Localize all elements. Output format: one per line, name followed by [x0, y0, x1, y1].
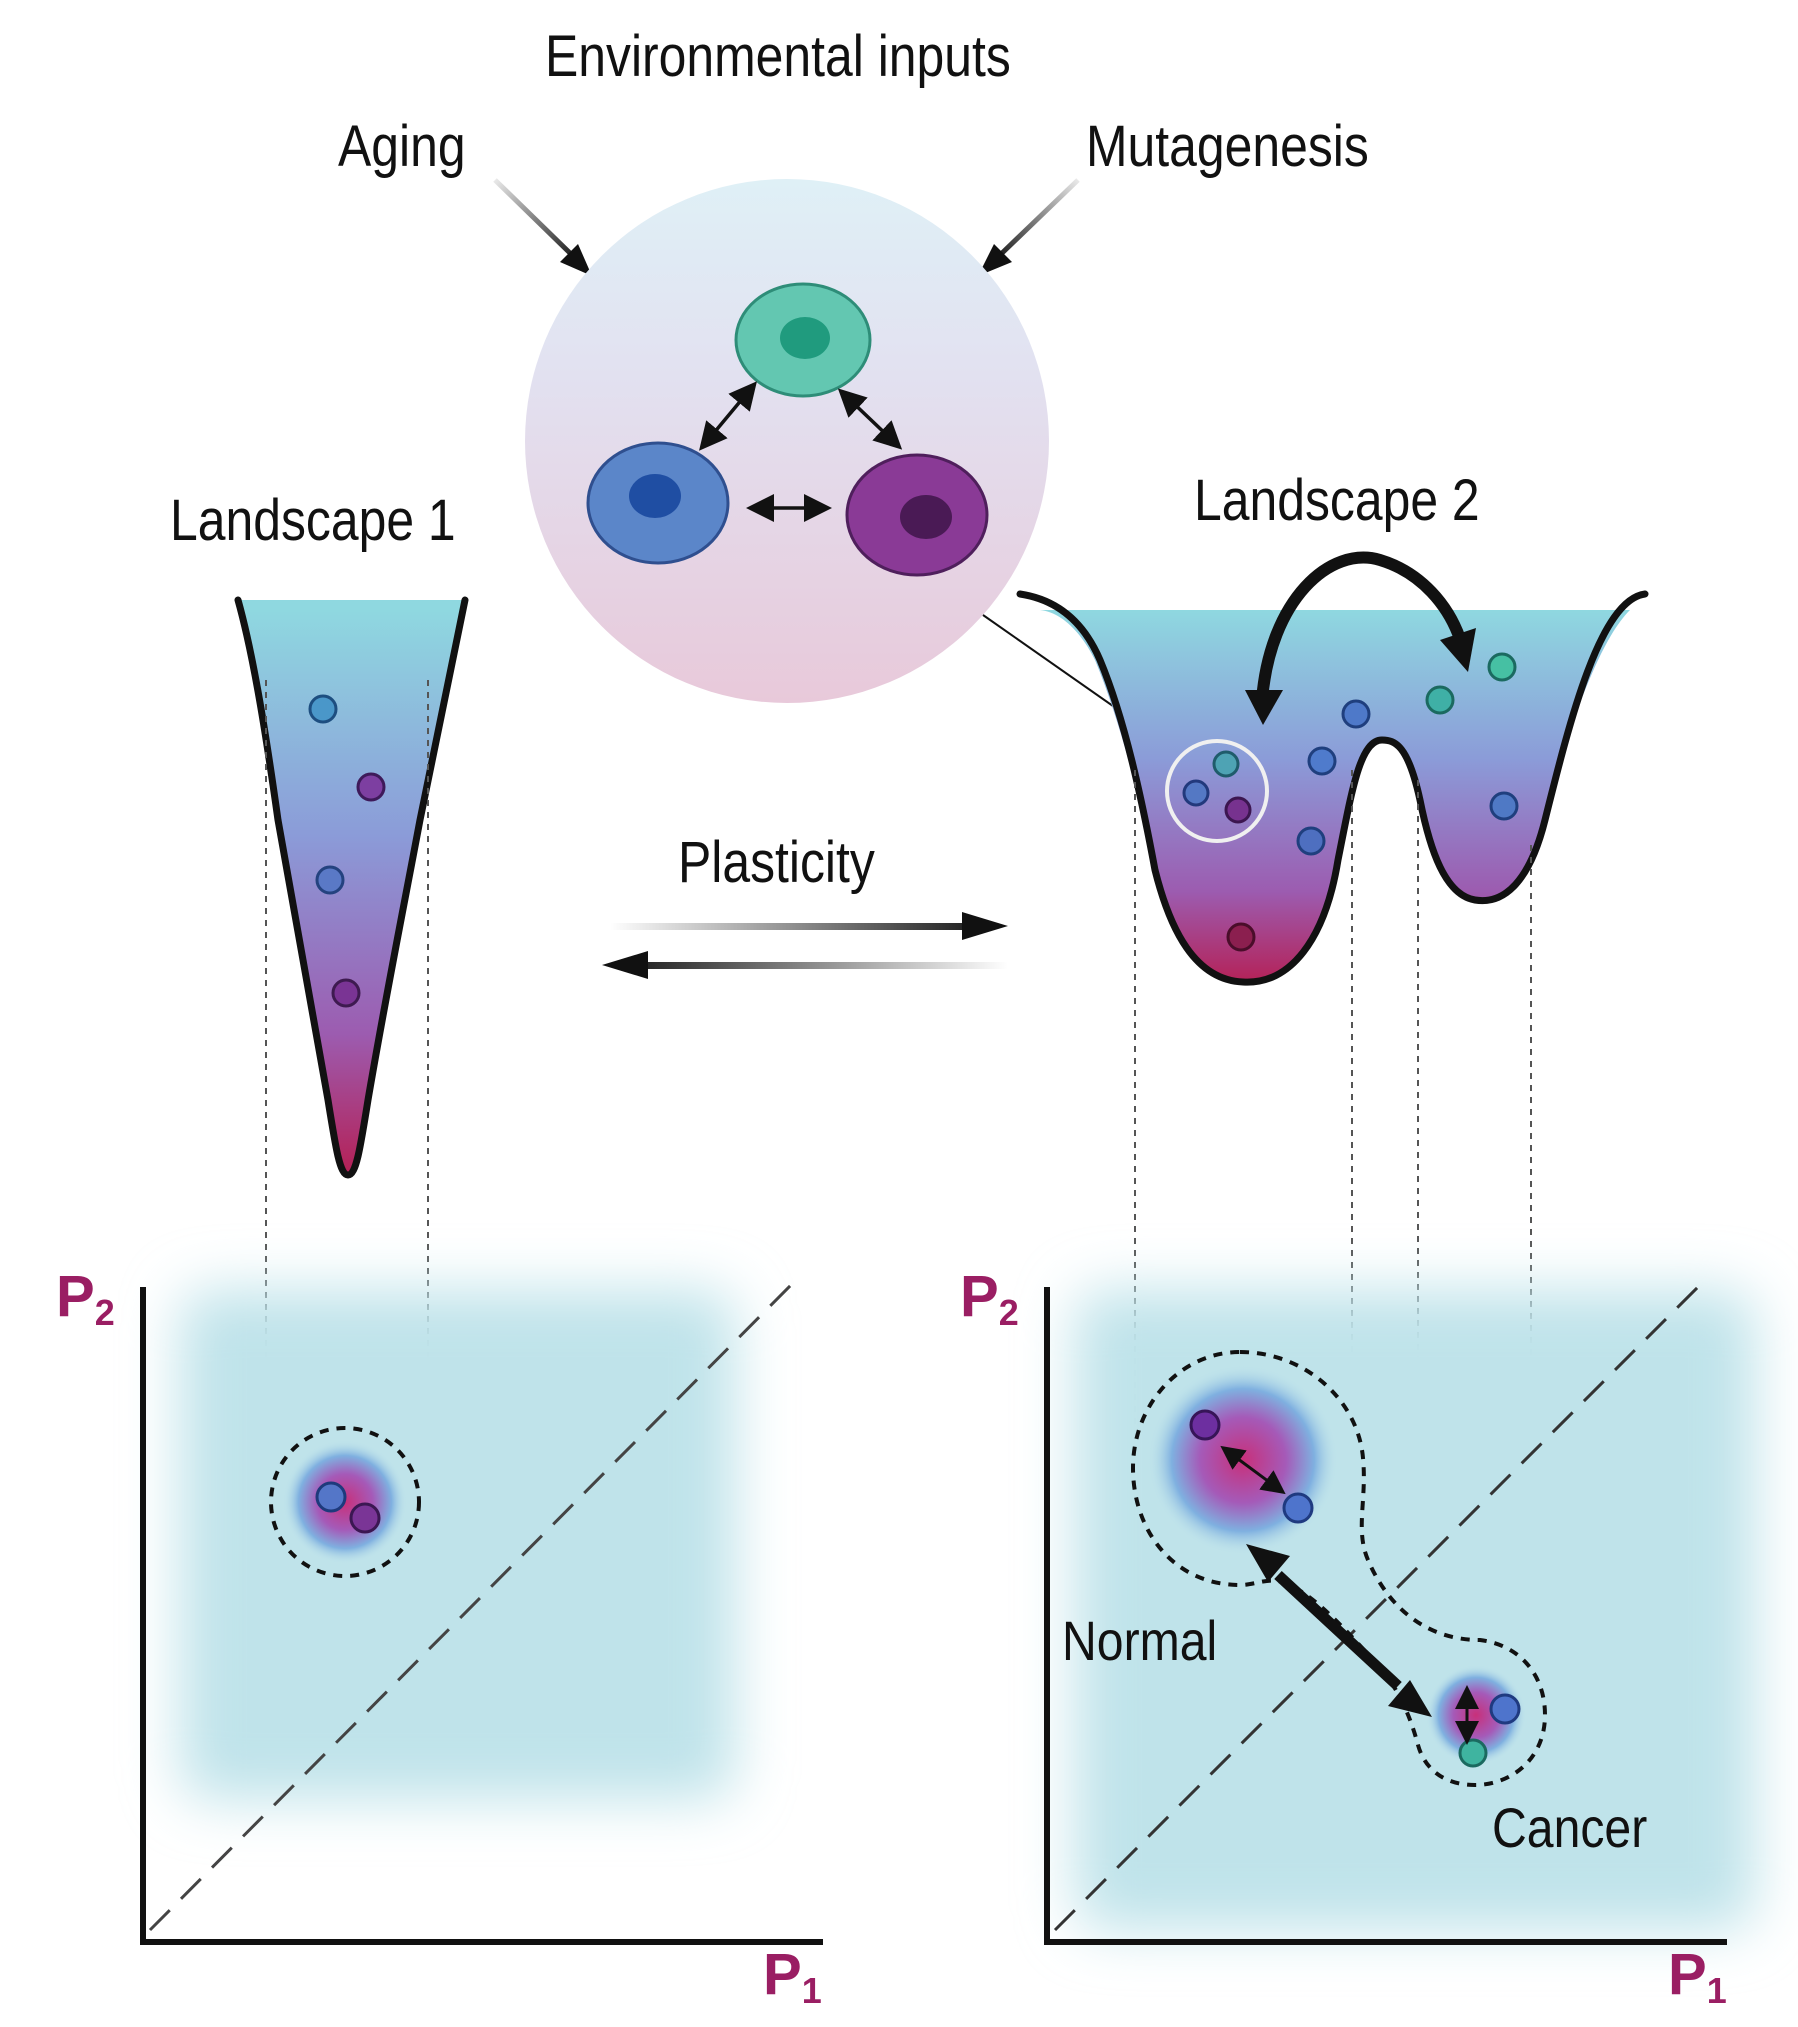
landscape-2-cell-purple — [1224, 796, 1252, 824]
mutagenesis-arrow — [998, 178, 1080, 257]
landscape-2-well — [1016, 551, 1649, 1640]
mutagenesis-label: Mutagenesis — [1086, 114, 1369, 179]
landscape-2-cell-purple — [1226, 922, 1256, 952]
right-state-space-plot — [1044, 1281, 1755, 1945]
landscape-1-label: Landscape 1 — [170, 488, 456, 553]
aging-arrowhead — [560, 244, 592, 276]
left-plot-cell-purple — [349, 1502, 381, 1534]
teal-purple-interconversion-arrow — [837, 388, 903, 450]
left-plot-diagonal — [148, 1281, 795, 1932]
left-plot-y-axis — [140, 1287, 823, 1945]
left-plot-y-axis-label: P2 — [56, 1264, 115, 1333]
landscape-1-cell-blue — [315, 865, 345, 895]
landscape-2-transition-arrowhead-right — [1440, 628, 1476, 672]
landscape-1-fill — [238, 600, 465, 1175]
normal-cell-purple — [1189, 1409, 1221, 1441]
bubble-background — [525, 179, 1049, 703]
plasticity-forward-arrow-shaft — [610, 923, 970, 930]
normal-cancer-arrowhead-cancer — [1388, 1680, 1432, 1717]
blue-cell — [586, 441, 730, 565]
landscape-1-well — [234, 596, 469, 1430]
landscape-2-transition-arrowhead-left — [1245, 690, 1283, 725]
landscape-1-cell-teal — [308, 694, 338, 724]
normal-interconversion-arrow — [1220, 1445, 1286, 1495]
right-plot-x-axis-label: P1 — [1668, 1942, 1727, 2011]
normal-cancer-transition-arrow — [1274, 1570, 1402, 1691]
landscape-1-curve — [234, 596, 469, 1179]
left-plot-cell-blue — [315, 1481, 347, 1513]
landscape-2-cell-blue — [1307, 746, 1337, 776]
normal-label: Normal — [1062, 1609, 1218, 1672]
cancer-label: Cancer — [1492, 1796, 1648, 1859]
plasticity-reverse-arrow-shaft — [636, 962, 1008, 969]
purple-cell — [845, 453, 989, 577]
landscape-1-cell-purple — [331, 978, 361, 1008]
environmental-inputs-label: Environmental inputs — [545, 24, 1011, 89]
normal-cancer-arrowhead-normal — [1246, 1544, 1290, 1582]
plasticity-label: Plasticity — [678, 830, 875, 895]
landscape-2-fill — [1040, 610, 1630, 983]
cancer-cell-blue — [1489, 1693, 1521, 1725]
right-plot-diagonal — [1053, 1281, 1704, 1932]
teal-blue-interconversion-arrow — [699, 381, 757, 451]
right-plot-y-axis-label: P2 — [960, 1264, 1019, 1333]
landscape-2-cell-blue — [1341, 699, 1371, 729]
left-plot-x-axis-label: P1 — [763, 1942, 822, 2011]
aging-label: Aging — [338, 114, 466, 179]
landscape-2-cell-blue — [1182, 779, 1210, 807]
landscape-2-cell-teal — [1425, 685, 1455, 715]
aging-arrow — [493, 178, 574, 257]
cancer-cell-teal — [1458, 1738, 1488, 1768]
normal-cell-blue — [1282, 1492, 1314, 1524]
landscape-2-cell-teal — [1212, 750, 1240, 778]
landscape-2-transition-arrow — [1256, 551, 1468, 701]
plasticity-reverse-arrowhead — [602, 951, 648, 979]
left-plot-state-boundary — [269, 1426, 421, 1578]
landscape-2-zoom-circle — [1165, 739, 1269, 843]
left-plot-background-glow — [180, 1290, 735, 1800]
right-plot-axes — [1044, 1287, 1727, 1945]
plasticity-arrows — [602, 912, 1008, 979]
landscape-2-cell-blue — [1489, 791, 1519, 821]
mutagenesis-arrowhead — [978, 244, 1012, 276]
landscape-2-cell-blue — [1296, 826, 1326, 856]
teal-cell — [734, 282, 872, 398]
left-state-space-plot — [140, 1281, 823, 1945]
landscape-2-cell-teal — [1487, 652, 1517, 682]
cell-population-bubble — [525, 179, 1049, 703]
normal-state-glow — [1148, 1365, 1338, 1555]
landscape-2-label: Landscape 2 — [1194, 468, 1480, 533]
landscape-1-cell-purple — [356, 772, 386, 802]
plasticity-forward-arrowhead — [962, 912, 1008, 940]
normal-cancer-state-boundary — [1130, 1349, 1548, 1788]
